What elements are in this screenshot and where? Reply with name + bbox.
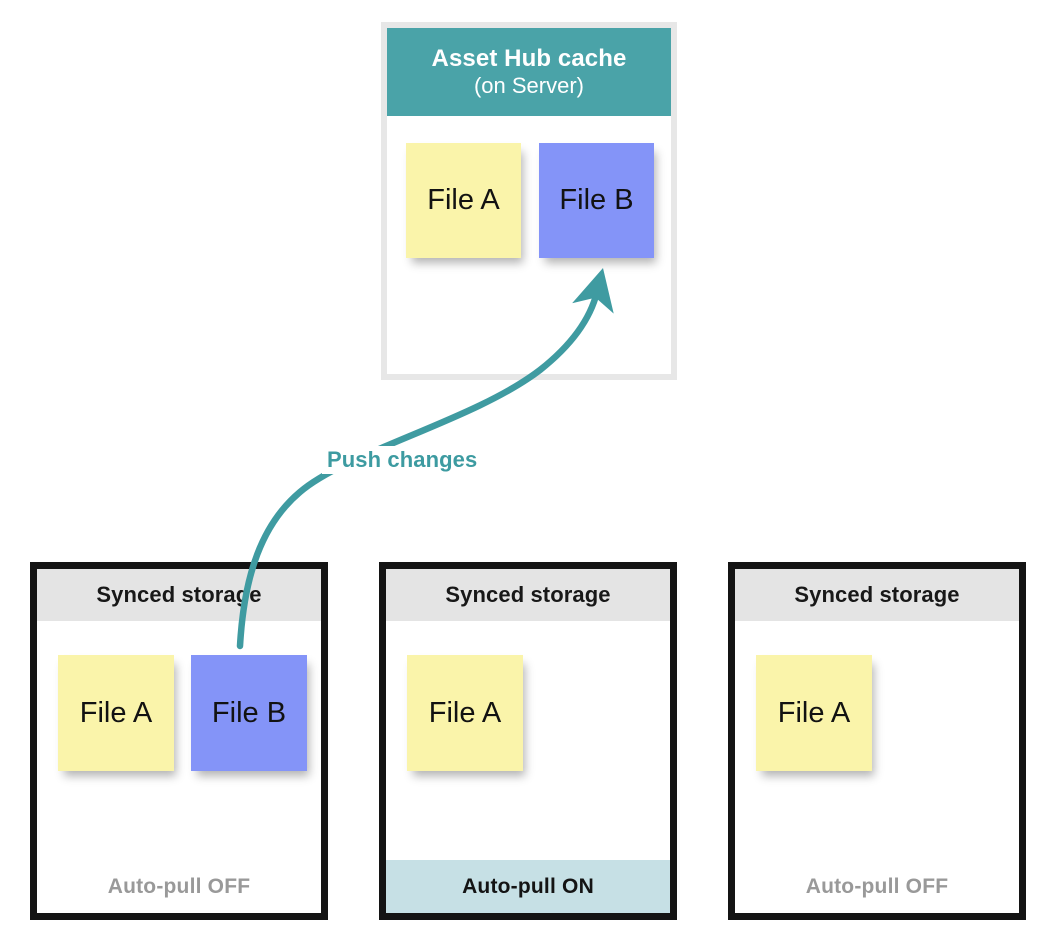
synced-storage-1-header: Synced storage xyxy=(37,569,321,621)
synced-storage-3-header: Synced storage xyxy=(735,569,1019,621)
synced-storage-1-header-label: Synced storage xyxy=(96,582,262,607)
synced-storage-1-body: File A File B Auto-pull OFF xyxy=(37,621,321,913)
synced-storage-3-file-a-note: File A xyxy=(756,655,872,771)
push-changes-label: Push changes xyxy=(322,446,483,474)
synced-storage-3-autopull-status: Auto-pull OFF xyxy=(735,860,1019,913)
synced-storage-3-header-label: Synced storage xyxy=(794,582,960,607)
asset-hub-file-b-note: File B xyxy=(539,143,654,258)
synced-storage-2-body: File A Auto-pull ON xyxy=(386,621,670,913)
synced-storage-2-autopull-label: Auto-pull ON xyxy=(462,874,594,898)
synced-storage-1-autopull-label: Auto-pull OFF xyxy=(107,874,251,898)
synced-storage-1-autopull-status: Auto-pull OFF xyxy=(37,860,321,913)
synced-storage-2-header-label: Synced storage xyxy=(445,582,611,607)
asset-hub-file-a-note: File A xyxy=(406,143,521,258)
asset-hub-header: Asset Hub cache (on Server) xyxy=(387,28,671,116)
synced-storage-1-file-b-note: File B xyxy=(191,655,307,771)
synced-storage-3-autopull-label: Auto-pull OFF xyxy=(805,874,949,898)
synced-storage-1-file-a-note: File A xyxy=(58,655,174,771)
synced-storage-3-body: File A Auto-pull OFF xyxy=(735,621,1019,913)
synced-storage-2-header: Synced storage xyxy=(386,569,670,621)
asset-hub-cache-panel: Asset Hub cache (on Server) File A File … xyxy=(381,22,677,380)
synced-storage-box-3: Synced storage File A Auto-pull OFF xyxy=(728,562,1026,920)
synced-storage-2-autopull-status: Auto-pull ON xyxy=(386,860,670,913)
synced-storage-2-file-a-note: File A xyxy=(407,655,523,771)
asset-hub-title: Asset Hub cache xyxy=(431,44,627,72)
asset-hub-subtitle: (on Server) xyxy=(473,72,585,98)
asset-hub-body: File A File B xyxy=(387,116,671,374)
synced-storage-box-1: Synced storage File A File B Auto-pull O… xyxy=(30,562,328,920)
synced-storage-box-2: Synced storage File A Auto-pull ON xyxy=(379,562,677,920)
